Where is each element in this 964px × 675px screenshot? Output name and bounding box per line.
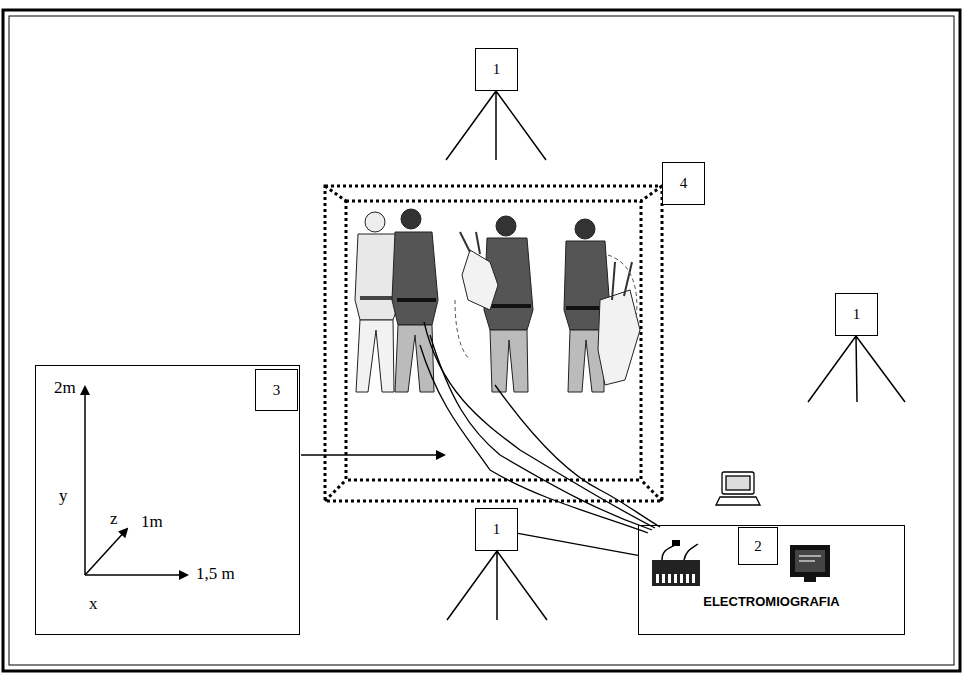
axis-label: z xyxy=(110,509,118,529)
axis-label: 1,5 m xyxy=(196,564,235,584)
capture-volume xyxy=(325,186,662,501)
callout-number: 3 xyxy=(273,382,281,399)
inner-frame xyxy=(9,16,954,665)
callout-number: 2 xyxy=(738,527,778,565)
callout-number: 1 xyxy=(853,306,861,323)
outer-frame xyxy=(3,10,960,671)
judo-illustration xyxy=(355,209,640,392)
monitor-icon xyxy=(790,545,830,582)
axes xyxy=(85,387,187,575)
laptop-icon xyxy=(716,472,760,505)
callout-number: 1 xyxy=(493,521,501,538)
device-label: ELECTROMIOGRAFIA xyxy=(703,594,840,609)
axis-label: 1m xyxy=(141,512,163,532)
camera-callout: 1 xyxy=(835,293,878,336)
camera-callout: 1 xyxy=(475,508,518,551)
callout-number: 3 xyxy=(255,369,298,411)
emg-amplifier-icon xyxy=(652,540,700,586)
camera-callout: 1 xyxy=(475,48,518,91)
callout-number: 4 xyxy=(662,162,705,205)
callout-number: 2 xyxy=(754,538,762,555)
tripod xyxy=(446,91,905,620)
axis-label: y xyxy=(59,486,68,506)
axis-label: x xyxy=(89,594,98,614)
callout-number: 1 xyxy=(493,61,501,78)
pointer-arrow xyxy=(301,454,444,456)
axis-label: 2m xyxy=(54,378,76,398)
electrode-wire xyxy=(420,322,660,533)
axes-box: 2m y z 1m 1,5 m x 3 xyxy=(35,365,300,635)
emg-box: ELECTROMIOGRAFIA 2 xyxy=(638,525,905,635)
callout-number: 4 xyxy=(680,175,688,192)
camera-cable xyxy=(518,533,638,555)
